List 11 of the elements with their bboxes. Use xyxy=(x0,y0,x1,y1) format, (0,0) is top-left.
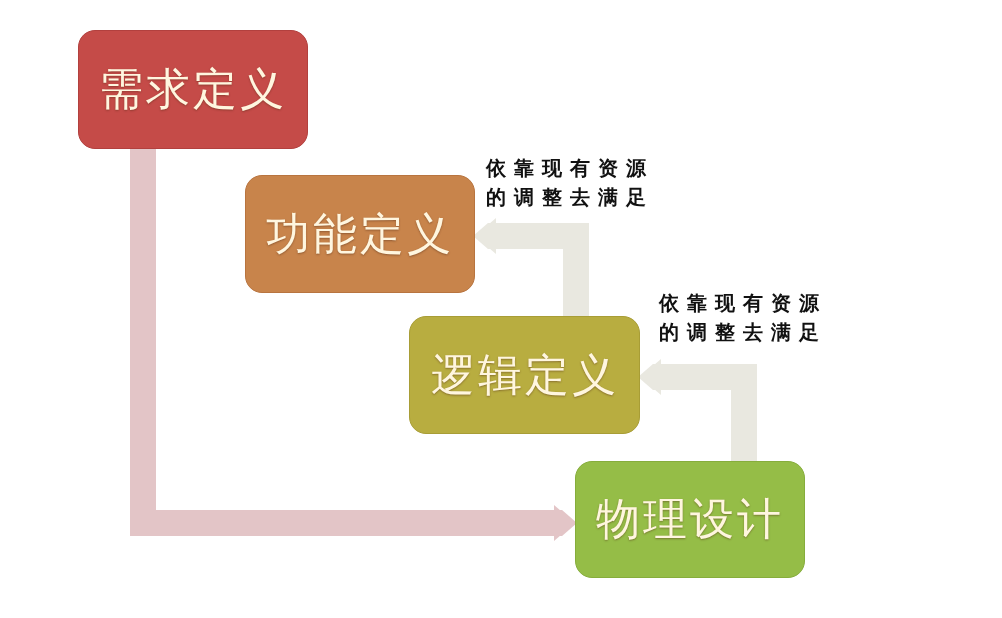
process-box xyxy=(78,30,308,149)
box-title: 物理设计 xyxy=(596,495,784,544)
arrow xyxy=(640,359,757,461)
process-box xyxy=(575,461,805,578)
box-title: 需求定义 xyxy=(99,65,287,114)
arrow xyxy=(130,149,575,541)
arrow xyxy=(475,218,589,316)
process-box xyxy=(409,316,640,434)
process-box xyxy=(245,175,475,293)
box-title: 逻辑定义 xyxy=(430,350,619,400)
box-title: 功能定义 xyxy=(266,209,454,259)
